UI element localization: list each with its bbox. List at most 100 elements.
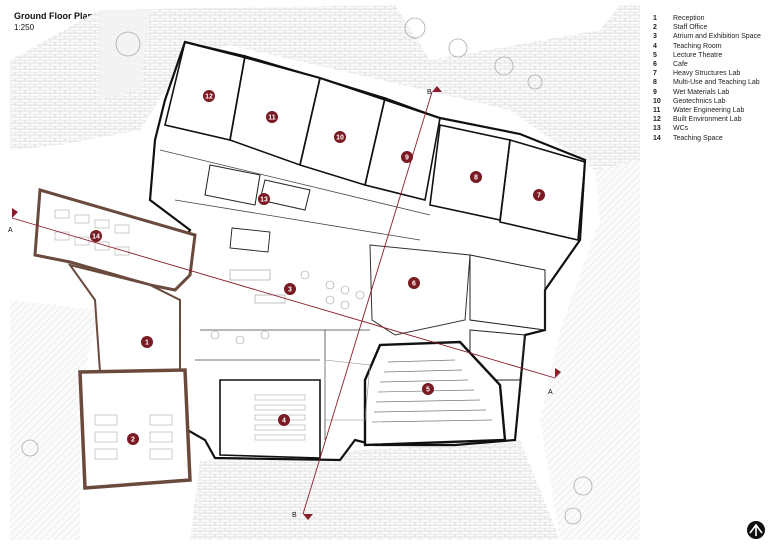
legend-item: 9 Wet Materials Lab <box>653 88 761 97</box>
lecture-theatre-walls <box>363 340 507 447</box>
room-number: 2 <box>131 437 135 444</box>
legend-number: 7 <box>653 70 657 78</box>
legend-label: Water Engineering Lab <box>673 107 745 115</box>
room-marker-14: 14 <box>90 230 102 242</box>
legend-label: Cafe <box>673 61 688 69</box>
staff-office-desks <box>94 414 173 460</box>
cafe-walls <box>369 244 471 336</box>
room-number: 9 <box>405 155 409 162</box>
room-number: 13 <box>260 197 268 204</box>
legend-label: Teaching Space <box>673 134 723 142</box>
tree <box>404 17 426 39</box>
room-marker-5: 5 <box>422 383 434 395</box>
main-building <box>148 40 587 462</box>
room-number: 7 <box>537 193 541 200</box>
room-marker-2: 2 <box>127 433 139 445</box>
room-number: 6 <box>412 281 416 288</box>
room-marker-4: 4 <box>278 414 290 426</box>
legend-number: 14 <box>653 134 661 142</box>
legend-label: Built Environment Lab <box>673 116 742 124</box>
room-number: 14 <box>92 234 100 241</box>
service-core <box>204 164 311 211</box>
legend-number: 2 <box>653 24 657 32</box>
legend-number: 6 <box>653 61 657 69</box>
legend-item: 11 Water Engineering Lab <box>653 106 761 115</box>
tree <box>527 74 543 90</box>
drawing-scale: 1:250 <box>14 23 35 32</box>
room-number: 3 <box>288 287 292 294</box>
section-label-b-north: B <box>427 89 432 96</box>
room-marker-10: 10 <box>334 131 346 143</box>
existing-buildings <box>33 188 197 490</box>
staff-office-block <box>78 368 192 490</box>
room-number: 1 <box>145 340 149 347</box>
atrium-tables <box>210 269 365 345</box>
tree <box>564 507 582 525</box>
legend-item: 14 Teaching Space <box>653 134 761 143</box>
room-marker-1: 1 <box>141 336 153 348</box>
section-arrow <box>432 86 442 92</box>
room-number: 4 <box>282 418 286 425</box>
room-marker-7: 7 <box>533 189 545 201</box>
legend-label: Heavy Structures Lab <box>673 70 741 78</box>
room-number: 8 <box>474 175 478 182</box>
teaching-space-desks <box>54 209 130 256</box>
room-number: 12 <box>205 94 213 101</box>
grass-area <box>100 10 150 100</box>
room-marker-12: 12 <box>203 90 215 102</box>
legend-item: 7 Heavy Structures Lab <box>653 69 761 78</box>
tree <box>448 38 468 58</box>
legend-item: 8 Multi-Use and Teaching Lab <box>653 78 761 87</box>
section-label-a-east: A <box>548 389 553 396</box>
legend-label: Multi-Use and Teaching Lab <box>673 79 760 87</box>
legend-number: 9 <box>653 88 657 96</box>
paved-area-south <box>190 440 560 540</box>
legend-item: 12 Built Environment Lab <box>653 115 761 124</box>
legend-number: 12 <box>653 116 661 124</box>
room-number: 5 <box>426 387 430 394</box>
tree <box>573 476 593 496</box>
section-arrow <box>555 368 561 378</box>
room-marker-6: 6 <box>408 277 420 289</box>
legend-item: 6 Cafe <box>653 60 761 69</box>
legend-number: 11 <box>653 107 661 115</box>
legend-label: Reception <box>673 15 705 22</box>
tree <box>494 56 514 76</box>
north-arrow-icon <box>747 521 765 539</box>
legend-item: 4 Teaching Room <box>653 42 761 51</box>
legend-number: 8 <box>653 79 657 87</box>
room-marker-3: 3 <box>284 283 296 295</box>
legend-number: 4 <box>653 42 657 50</box>
legend-label: Atrium and Exhibition Space <box>673 33 761 41</box>
lab-7-walls <box>499 138 586 241</box>
legend-label: Teaching Room <box>673 42 722 50</box>
legend-number: 10 <box>653 97 661 105</box>
legend-number: 13 <box>653 125 661 133</box>
legend-label: Wet Materials Lab <box>673 88 730 96</box>
legend-number: 1 <box>653 15 657 22</box>
site-landscape <box>10 5 640 540</box>
paved-area-west <box>10 300 100 540</box>
paved-area-east <box>540 160 640 540</box>
tree <box>21 439 39 457</box>
room-marker-11: 11 <box>266 111 278 123</box>
section-arrow <box>303 514 313 520</box>
legend-item: 1 Reception <box>653 14 761 23</box>
stair <box>229 227 271 253</box>
section-arrow <box>12 208 18 218</box>
paved-area-north <box>10 5 640 170</box>
room-marker-13: 13 <box>258 193 270 205</box>
theatre-stair <box>324 359 371 421</box>
legend-number: 3 <box>653 33 657 41</box>
lab-9-walls <box>364 96 441 201</box>
room-number: 11 <box>268 115 276 122</box>
section-label-a-west: A <box>8 227 13 234</box>
section-label-b-south: B <box>292 512 297 519</box>
section-line-a <box>11 217 556 379</box>
